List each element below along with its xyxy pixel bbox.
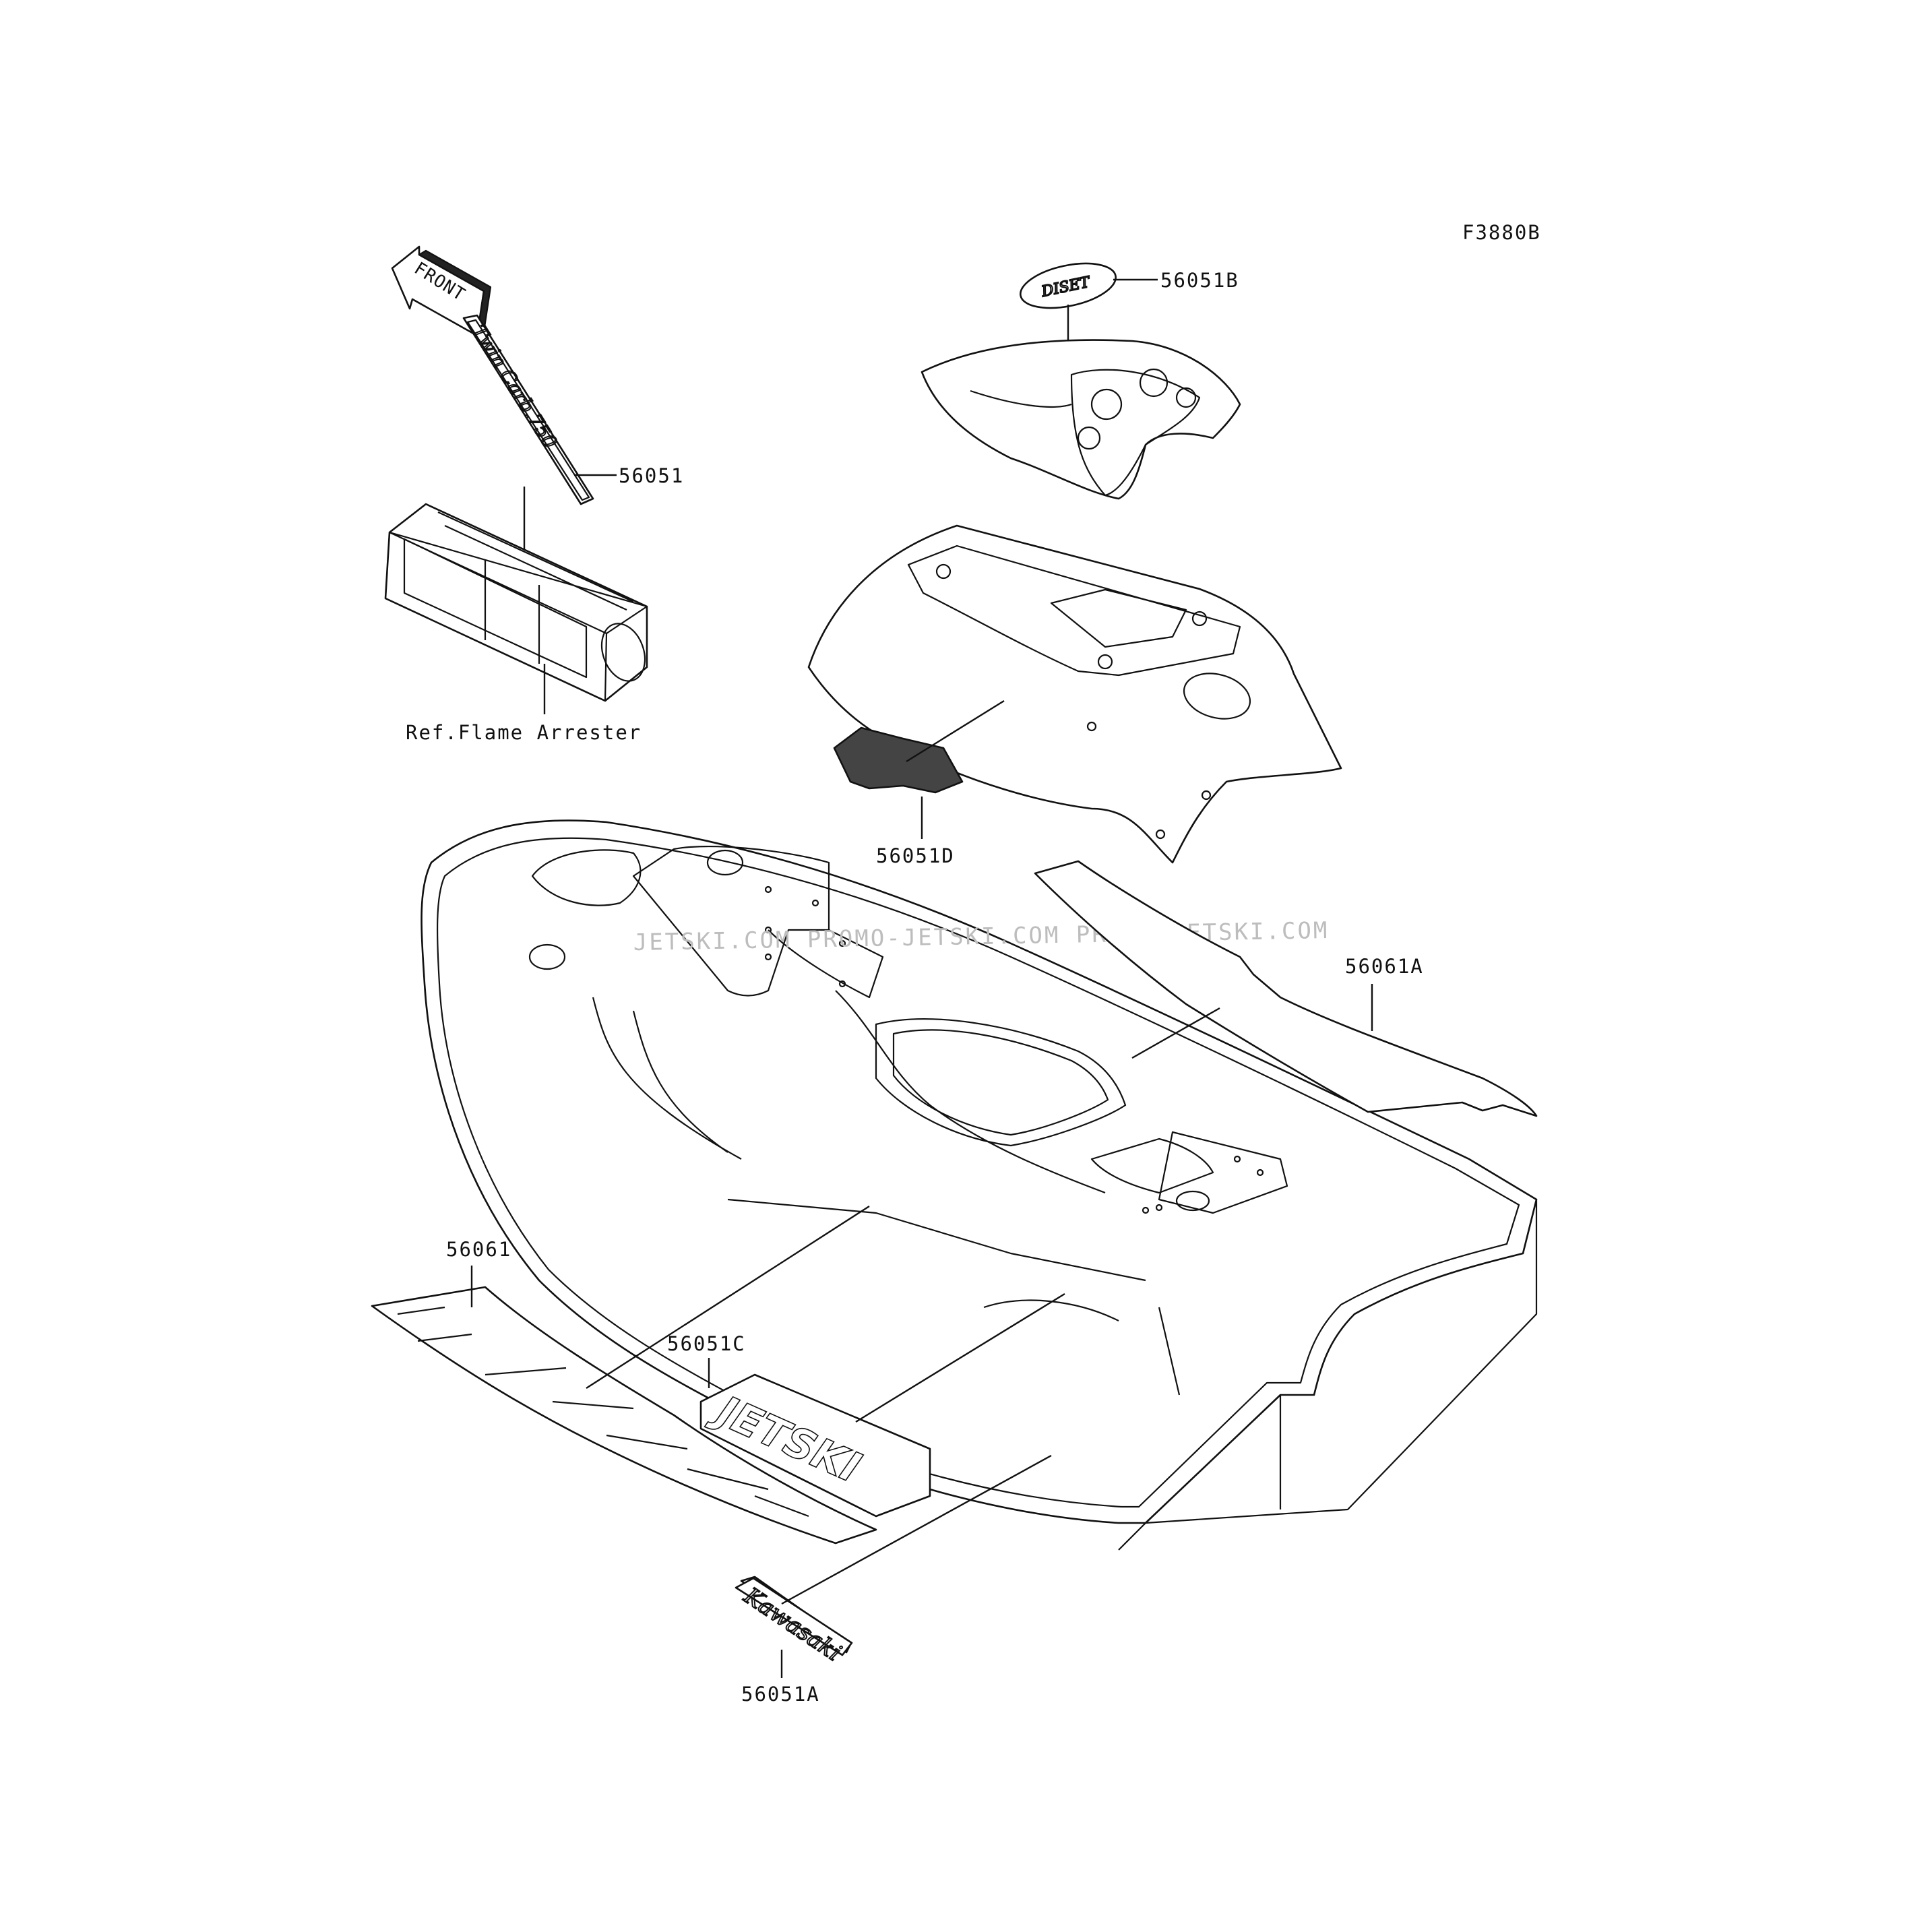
twin-carb-decal: Twin Carb.750 [462,314,594,505]
callout-56051D: 56051D [876,844,955,867]
leader-56061A-in [1131,1007,1220,1059]
twin-carb-decal-text: Twin Carb.750 [468,321,561,452]
leader-56051C-in [855,1292,1065,1423]
leader-56051A-in [781,1454,1052,1605]
hull [420,819,1538,1551]
leader-56061-in [586,1205,870,1390]
zxi-badge-decal [833,726,964,794]
side-stripe-right [1034,860,1538,1117]
steering-cover [921,339,1241,500]
figure-code: F3880B [1462,221,1541,244]
hood-badge-decal: DISET [1019,262,1117,309]
callout-56061A: 56061A [1345,955,1424,978]
flame-arrester-box [384,503,648,702]
callout-56051C: 56051C [667,1332,746,1355]
front-cowl [807,524,1342,864]
callout-flame-arrester: Ref.Flame Arrester [406,721,642,744]
callout-56061: 56061 [446,1238,511,1261]
callout-56051: 56051 [619,464,684,487]
callout-56051A: 56051A [741,1683,820,1706]
kawasaki-decal-text: Kawasaki [739,1582,846,1667]
kawasaki-decal: Kawasaki [735,1576,853,1667]
leader-56051D-top [906,699,1005,763]
callout-56051B: 56051B [1160,269,1239,292]
